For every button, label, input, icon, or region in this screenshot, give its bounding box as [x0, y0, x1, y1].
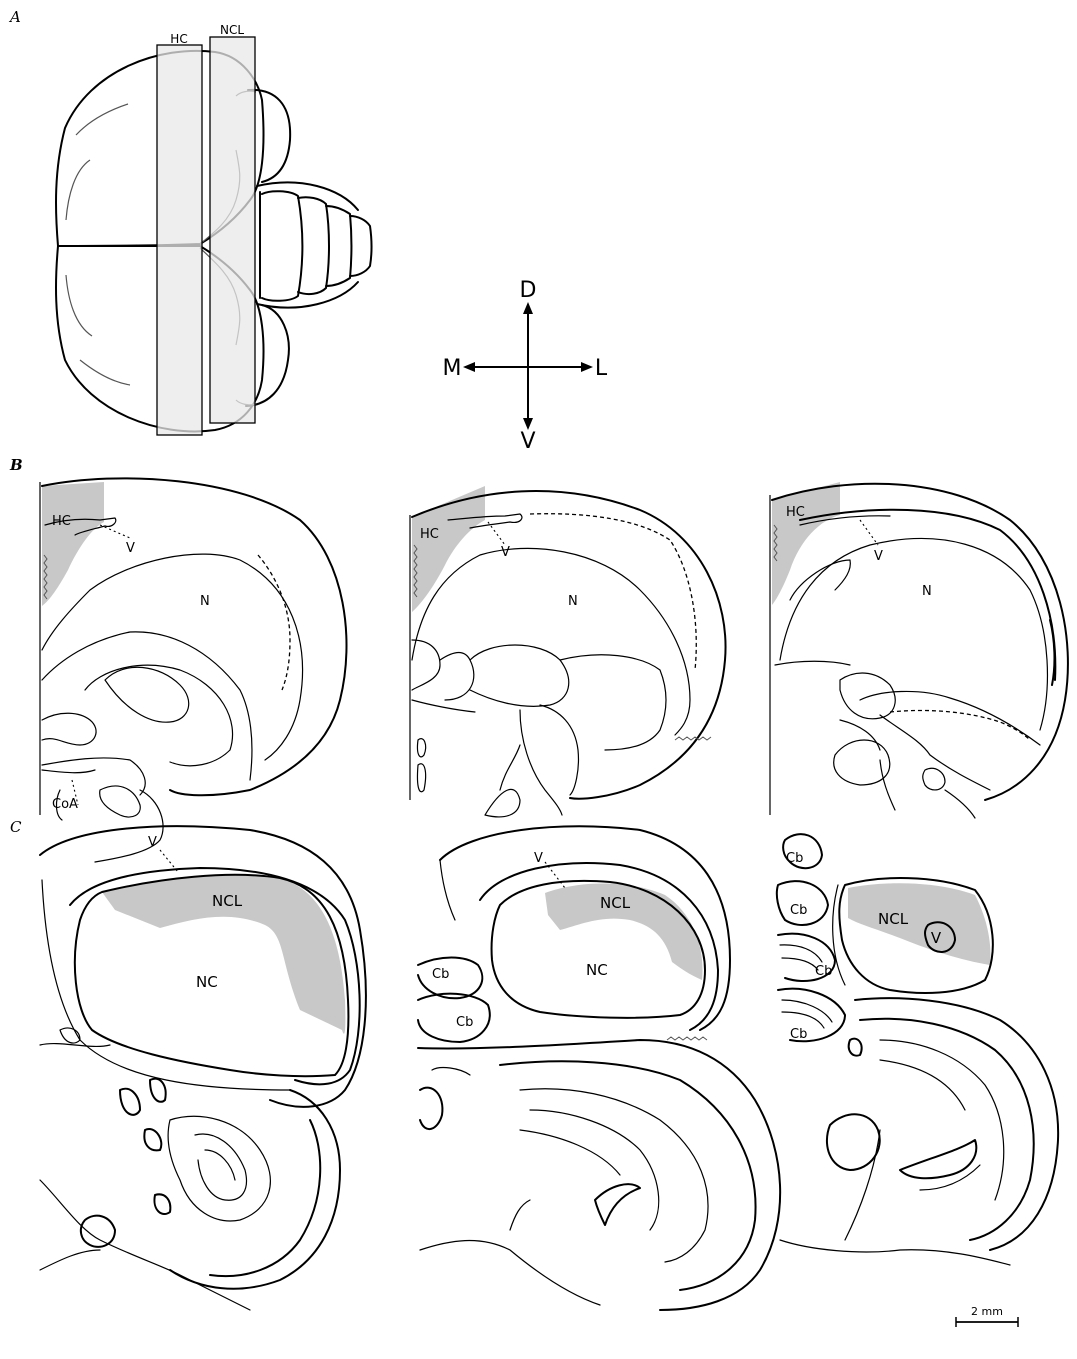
section-b3: HC V N	[770, 482, 1068, 818]
b1-v-label: V	[126, 541, 135, 556]
c2-ncl-label: NCL	[600, 894, 631, 912]
b3-v-label: V	[874, 549, 883, 564]
b2-n-label: N	[568, 594, 578, 609]
b3-n-label: N	[922, 584, 932, 599]
hc-strip-label: HC	[170, 32, 187, 46]
compass-ventral: V	[520, 429, 535, 454]
section-c2: V NCL NC Cb Cb	[418, 826, 780, 1310]
c3-cb3-label: Cb	[815, 964, 832, 979]
c3-cb4-label: Cb	[790, 1027, 807, 1042]
hc-section-strip	[157, 45, 202, 435]
c3-cb1-label: Cb	[786, 851, 803, 866]
arrow-left-icon	[463, 362, 475, 372]
panel-c-label: C	[10, 818, 22, 836]
compass-dorsal: D	[520, 278, 537, 303]
c3-ncl-label: NCL	[878, 910, 909, 928]
ncl-strip-label: NCL	[220, 23, 244, 37]
hc-region	[42, 482, 104, 606]
section-b2: HC V N	[410, 486, 726, 817]
orientation-compass: D V M L	[443, 278, 608, 454]
b1-n-label: N	[200, 594, 210, 609]
section-c1: V NCL NC	[40, 826, 366, 1310]
cerebellum	[257, 182, 372, 307]
panel-b-label: B	[9, 456, 23, 474]
b1-hc-label: HC	[52, 514, 71, 529]
section-b1: HC V N CoA	[40, 478, 347, 862]
c1-nc-label: NC	[196, 973, 218, 991]
scale-bar: 2 mm	[956, 1305, 1018, 1327]
c2-cb1-label: Cb	[432, 967, 449, 982]
arrow-up-icon	[523, 302, 533, 314]
c2-nc-label: NC	[586, 961, 608, 979]
c1-ncl-label: NCL	[212, 892, 243, 910]
hc-region	[412, 486, 485, 612]
panel-a-label: A	[8, 8, 21, 26]
c1-v-label: V	[148, 835, 157, 850]
ncl-region	[848, 883, 990, 965]
dorsal-brain-view: HC NCL	[56, 23, 372, 435]
c3-v-label: V	[931, 929, 942, 947]
c2-v-label: V	[534, 851, 543, 866]
c3-cb2-label: Cb	[790, 903, 807, 918]
arrow-right-icon	[581, 362, 593, 372]
b3-hc-label: HC	[786, 505, 805, 520]
b2-v-label: V	[501, 545, 510, 560]
compass-medial: M	[443, 356, 462, 381]
b1-coa-label: CoA	[52, 797, 78, 812]
c2-cb2-label: Cb	[456, 1015, 473, 1030]
hc-region	[772, 482, 840, 605]
section-c3: Cb Cb Cb Cb NCL V	[777, 834, 1058, 1265]
ncl-section-strip	[210, 37, 255, 423]
compass-lateral: L	[595, 356, 608, 381]
scale-bar-label: 2 mm	[971, 1305, 1003, 1318]
b2-hc-label: HC	[420, 527, 439, 542]
